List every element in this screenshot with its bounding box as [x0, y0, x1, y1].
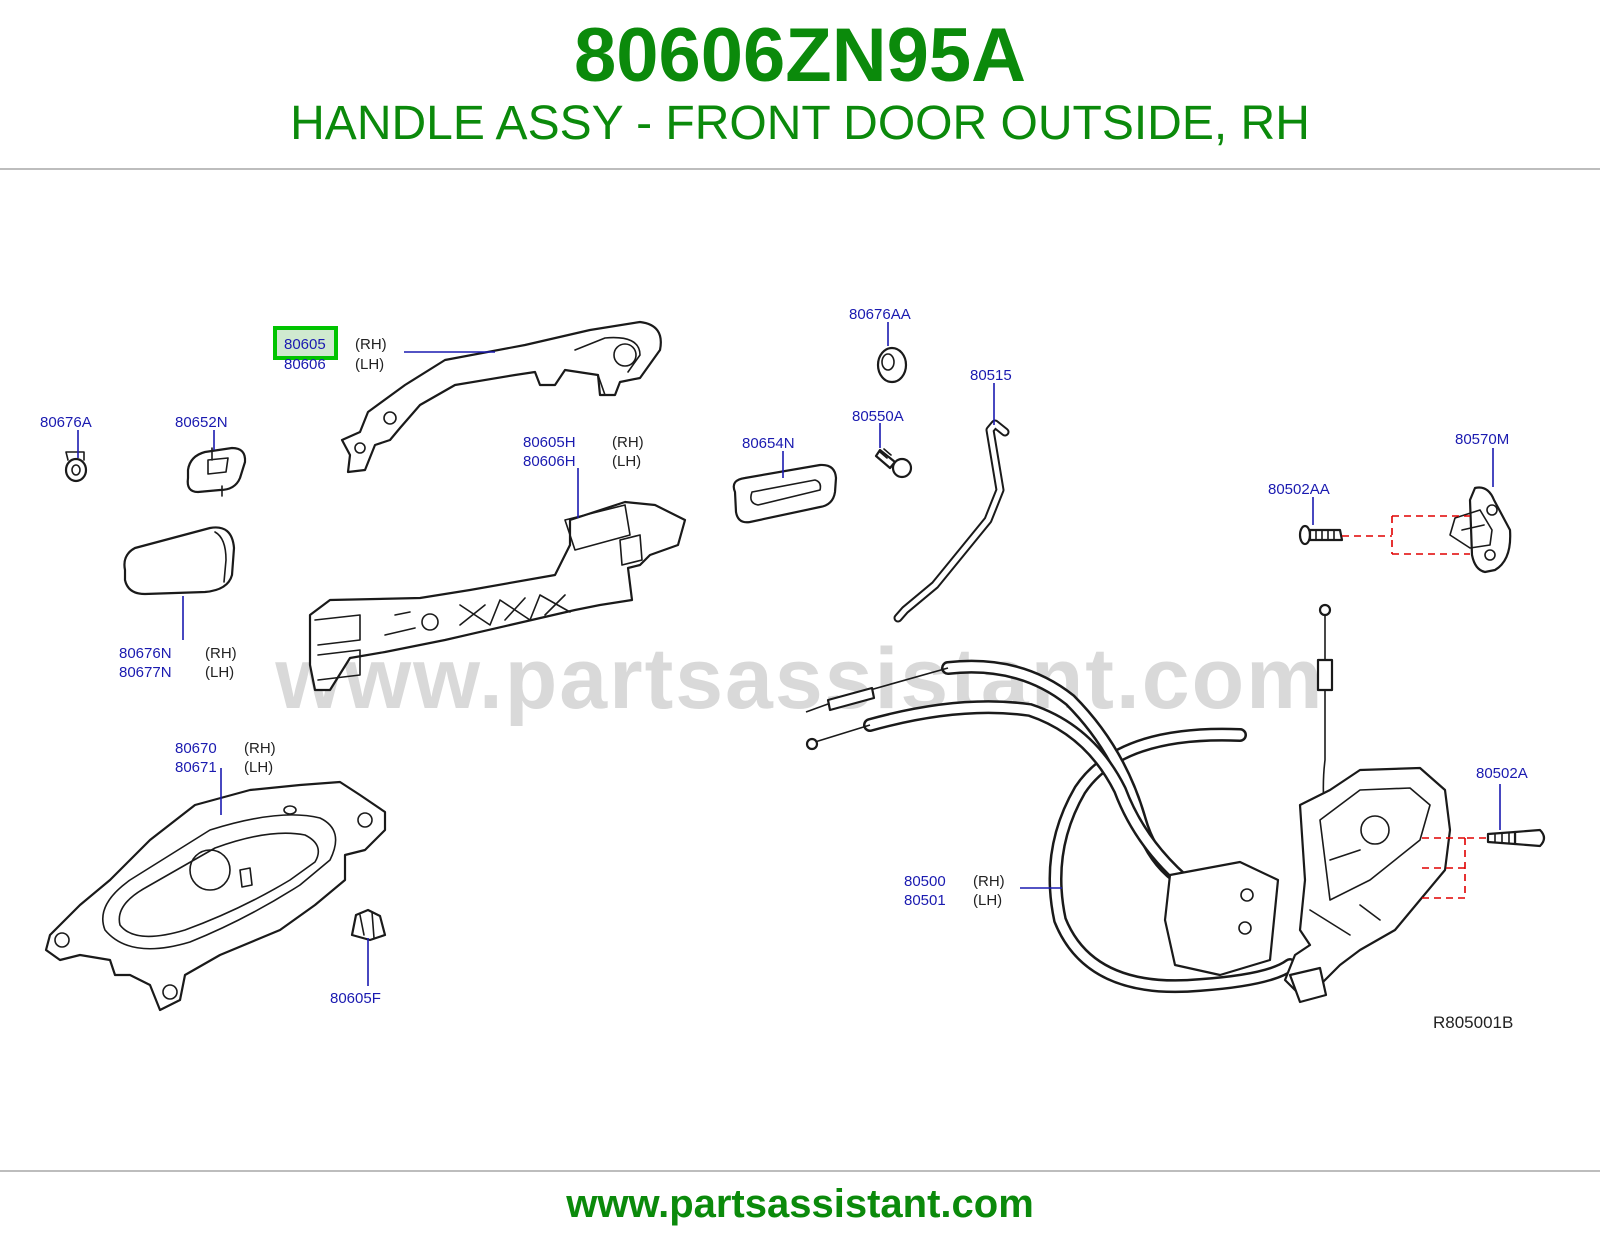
callout-80605-side: (RH) — [355, 336, 387, 353]
callout-80606-side: (LH) — [355, 356, 384, 373]
part-number-title: 80606ZN95A — [573, 13, 1027, 98]
callout-80676N[interactable]: 80676N — [119, 645, 172, 662]
page-header: 80606ZN95A HANDLE ASSY - FRONT DOOR OUTS… — [0, 0, 1600, 168]
callout-80677N[interactable]: 80677N — [119, 664, 172, 681]
callout-80671-side: (LH) — [244, 759, 273, 776]
diagram-ref-code: R805001B — [1433, 1013, 1513, 1032]
callout-80550A[interactable]: 80550A — [852, 408, 904, 425]
highlight-box — [273, 326, 338, 360]
bolt-80550A[interactable] — [874, 448, 913, 479]
door-lock-assembly[interactable] — [805, 603, 1452, 1004]
callout-80500[interactable]: 80500 — [904, 873, 946, 890]
inner-handle-frame[interactable] — [308, 500, 687, 692]
callout-80501-side: (LH) — [973, 892, 1002, 909]
callout-80502A[interactable]: 80502A — [1476, 765, 1528, 782]
outside-door-handle[interactable] — [340, 320, 662, 474]
footer-url[interactable]: www.partsassistant.com — [566, 1182, 1034, 1226]
callout-80606[interactable]: 80606 — [284, 356, 326, 373]
callout-80502AA[interactable]: 80502AA — [1268, 481, 1330, 498]
header-divider — [0, 168, 1600, 170]
striker-80570M[interactable] — [1449, 486, 1512, 574]
gasket-80652N[interactable] — [186, 446, 247, 497]
alignment-dashes — [1342, 515, 1486, 899]
screw-80502A[interactable] — [1486, 828, 1546, 848]
rod-80515[interactable] — [893, 419, 1010, 623]
callout-80676A[interactable]: 80676A — [40, 414, 92, 431]
footer-divider — [0, 1170, 1600, 1172]
callout-80605F[interactable]: 80605F — [330, 990, 381, 1007]
clip-80605F[interactable] — [350, 908, 387, 942]
callout-80605H-side: (RH) — [612, 434, 644, 451]
screw-80502AA[interactable] — [1298, 524, 1344, 546]
callout-80654N[interactable]: 80654N — [742, 435, 795, 452]
leader-lines — [77, 322, 1501, 986]
inside-door-handle[interactable] — [44, 780, 387, 1012]
watermark-text: www.partsassistant.com — [275, 631, 1325, 727]
key-cylinder-cap[interactable] — [123, 526, 236, 596]
callout-80652N[interactable]: 80652N — [175, 414, 228, 431]
callout-80606H-side: (LH) — [612, 453, 641, 470]
callout-80605[interactable]: 80605 — [284, 336, 326, 353]
callout-80676AA[interactable]: 80676AA — [849, 306, 911, 323]
callout-80670-side: (RH) — [244, 740, 276, 757]
callout-80500-side: (RH) — [973, 873, 1005, 890]
part-description: HANDLE ASSY - FRONT DOOR OUTSIDE, RH — [290, 97, 1310, 150]
grommet-80676A[interactable] — [64, 451, 88, 483]
callout-80677N-side: (LH) — [205, 664, 234, 681]
callout-80606H[interactable]: 80606H — [523, 453, 576, 470]
callout-80671[interactable]: 80671 — [175, 759, 217, 776]
callout-80676N-side: (RH) — [205, 645, 237, 662]
callout-80570M[interactable]: 80570M — [1455, 431, 1509, 448]
callout-80670[interactable]: 80670 — [175, 740, 217, 757]
callout-80605H[interactable]: 80605H — [523, 434, 576, 451]
grommet-80676AA[interactable] — [876, 346, 908, 384]
gasket-80654N[interactable] — [732, 463, 838, 524]
callout-80515[interactable]: 80515 — [970, 367, 1012, 384]
callout-80501[interactable]: 80501 — [904, 892, 946, 909]
